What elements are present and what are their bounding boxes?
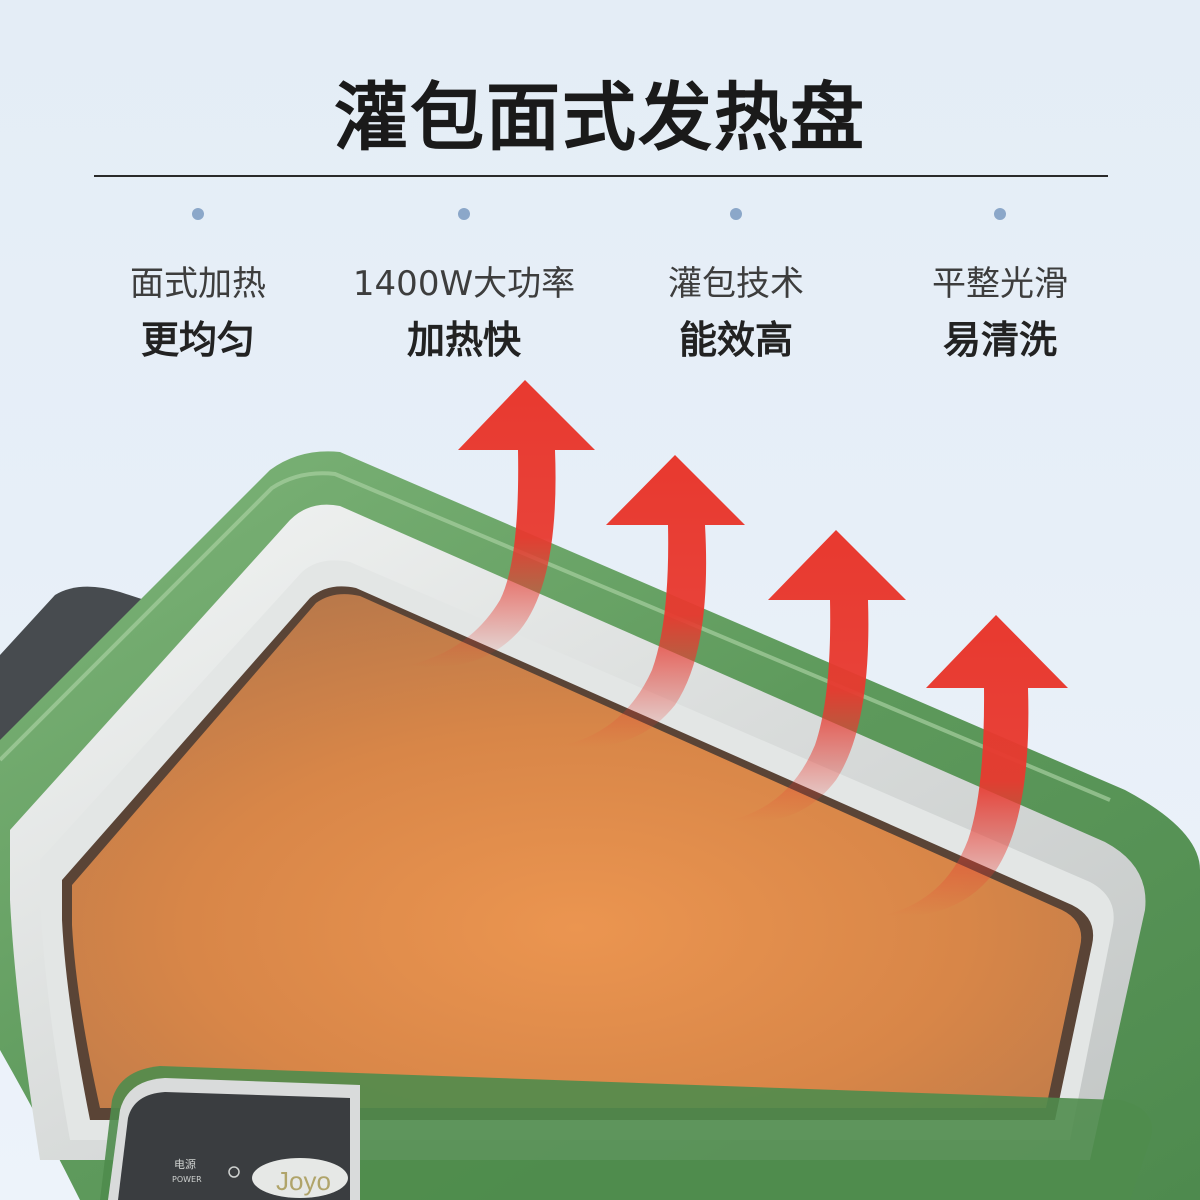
feature-easy-clean: 平整光滑 易清洗: [865, 208, 1135, 362]
heat-arrow-icon: [410, 380, 595, 667]
brand-plate: [252, 1158, 348, 1198]
feature-label: 灌包技术: [668, 264, 804, 304]
bullet-dot: [192, 208, 204, 220]
feature-high-power: 1400W大功率 加热快: [329, 208, 599, 362]
feature-benefit: 更均匀: [140, 318, 255, 362]
title-divider: [94, 175, 1108, 177]
power-icon: [228, 1166, 240, 1178]
brand-logo: Joyo: [276, 1166, 331, 1196]
heating-plate: [72, 594, 1082, 1108]
feature-benefit: 加热快: [406, 318, 521, 362]
feature-label: 1400W大功率: [352, 264, 576, 304]
feature-label: 面式加热: [130, 264, 266, 304]
power-label-cn: 电源: [174, 1157, 196, 1171]
bullet-dot: [458, 208, 470, 220]
heat-arrow-icon: [885, 615, 1068, 916]
feature-benefit: 能效高: [678, 318, 793, 362]
feature-uniform-heating: 面式加热 更均匀: [63, 208, 333, 362]
heat-arrow-icon: [732, 530, 906, 822]
heat-arrows: [410, 380, 1068, 916]
bullet-dot: [730, 208, 742, 220]
page-title: 灌包面式发热盘: [334, 75, 866, 161]
bullet-dot: [994, 208, 1006, 220]
feature-label: 平整光滑: [932, 264, 1068, 304]
feature-efficiency: 灌包技术 能效高: [601, 208, 871, 362]
feature-benefit: 易清洗: [942, 318, 1057, 362]
power-label-en: POWER: [172, 1175, 202, 1184]
heat-arrow-icon: [565, 455, 745, 747]
